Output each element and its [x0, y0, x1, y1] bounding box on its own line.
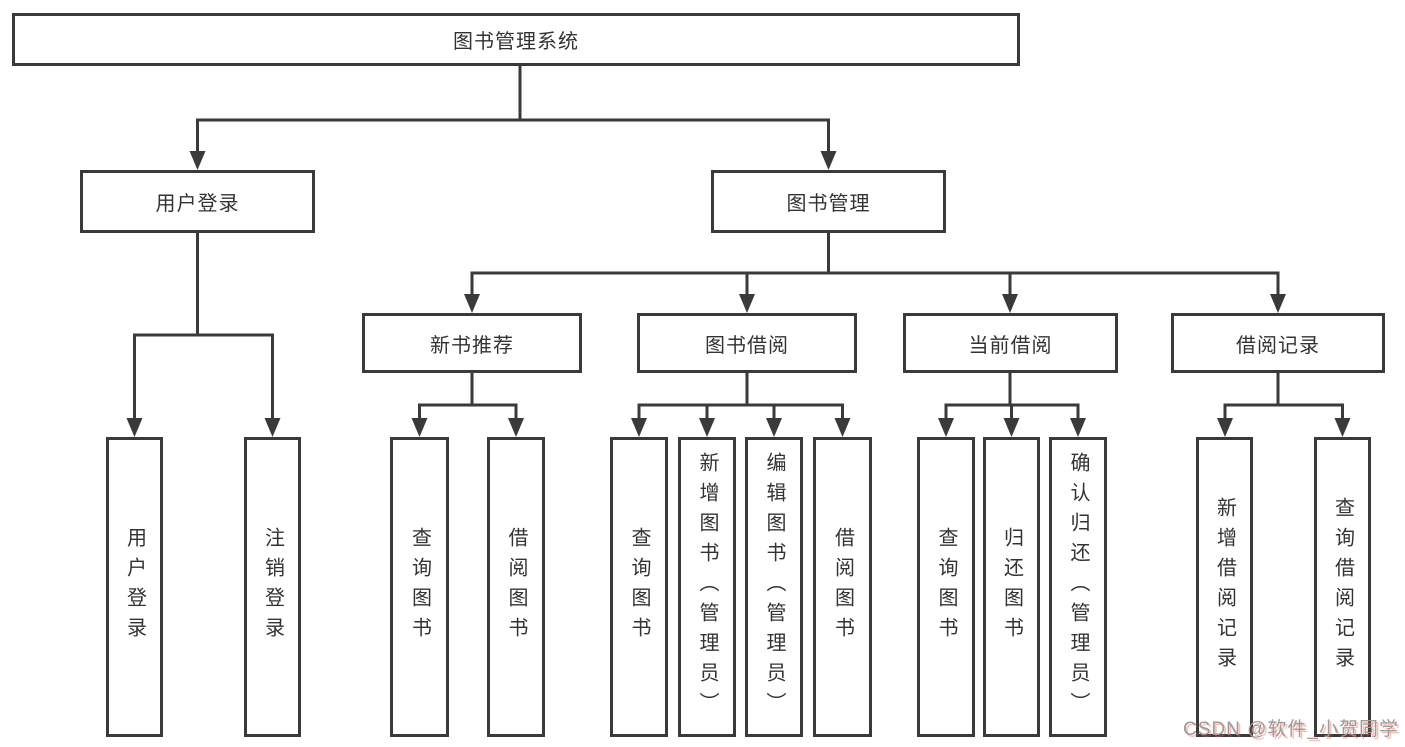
leaf-query-borrow-record: 查询借阅记录: [1314, 437, 1371, 737]
leaf-add-borrow-record: 新增借阅记录: [1196, 437, 1253, 737]
arrowhead: [631, 418, 647, 437]
leaf-borrow-books: 借阅图书: [813, 437, 872, 737]
leaf-return-books-label: 归还图书: [1000, 527, 1023, 647]
node-borrow-records: 借阅记录: [1171, 313, 1385, 373]
node-borrow-records-label: 借阅记录: [1236, 334, 1320, 357]
leaf-logout-login: 注销登录: [244, 437, 301, 737]
leaf-add-books-admin-label: 新增图书（管理员）: [696, 452, 718, 722]
arrowhead: [834, 418, 851, 437]
connector-book-management: [464, 233, 1286, 313]
node-user-login: 用户登录: [80, 170, 315, 233]
leaf-borrow-books-recommend-label: 借阅图书: [505, 527, 527, 647]
connector-current-borrow: [938, 373, 1086, 437]
leaf-borrow-books-label: 借阅图书: [831, 527, 854, 647]
node-current-borrow: 当前借阅: [903, 313, 1118, 373]
node-book-management: 图书管理: [711, 170, 946, 233]
arrowhead: [1003, 418, 1020, 437]
leaf-borrow-books-recommend: 借阅图书: [487, 437, 545, 737]
leaf-add-borrow-record-label: 新增借阅记录: [1213, 497, 1236, 677]
arrowhead: [1334, 418, 1351, 437]
leaf-return-books: 归还图书: [983, 437, 1040, 737]
leaf-query-books-recommend: 查询图书: [390, 437, 449, 737]
arrowhead: [264, 418, 281, 437]
leaf-add-books-admin: 新增图书（管理员）: [678, 437, 736, 737]
csdn-watermark: CSDN @软件_小贺同学: [1183, 719, 1399, 740]
arrowhead: [1217, 418, 1233, 437]
leaf-user-login: 用户登录: [106, 437, 163, 737]
leaf-query-books-borrow: 查询图书: [610, 437, 668, 737]
arrowhead: [820, 151, 837, 170]
node-book-borrow-label: 图书借阅: [705, 334, 789, 357]
arrowhead: [464, 294, 480, 313]
leaf-edit-books-admin: 编辑图书（管理员）: [745, 437, 803, 737]
leaf-query-books-current-label: 查询图书: [935, 527, 957, 647]
leaf-user-login-label: 用户登录: [123, 527, 146, 647]
arrowhead: [1002, 294, 1018, 313]
leaf-query-books-borrow-label: 查询图书: [628, 527, 650, 647]
arrowhead: [766, 418, 782, 437]
leaf-query-books-recommend-label: 查询图书: [408, 527, 431, 647]
node-new-book-recommend: 新书推荐: [362, 313, 582, 373]
node-book-borrow: 图书借阅: [637, 313, 857, 373]
connector-user-login: [126, 233, 281, 437]
node-root-label: 图书管理系统: [453, 31, 579, 53]
node-new-book-recommend-label: 新书推荐: [430, 334, 514, 357]
arrowhead: [411, 418, 428, 437]
connector-new-book-recommend: [411, 373, 524, 437]
leaf-logout-login-label: 注销登录: [261, 527, 284, 647]
arrowhead: [938, 418, 954, 437]
node-current-borrow-label: 当前借阅: [968, 334, 1053, 357]
arrowhead: [189, 151, 206, 170]
arrowhead: [739, 294, 755, 313]
connector-book-borrow: [631, 373, 851, 437]
arrowhead: [508, 418, 524, 437]
leaf-confirm-return-admin: 确认归还（管理员）: [1049, 437, 1107, 737]
arrowhead: [699, 418, 715, 437]
node-book-management-label: 图书管理: [786, 193, 871, 215]
connector-root: [189, 66, 837, 170]
node-root: 图书管理系统: [12, 13, 1020, 66]
arrowhead: [126, 418, 143, 437]
node-user-login-label: 用户登录: [155, 193, 240, 215]
leaf-query-borrow-record-label: 查询借阅记录: [1331, 497, 1354, 677]
leaf-edit-books-admin-label: 编辑图书（管理员）: [763, 452, 785, 722]
arrowhead: [1070, 418, 1086, 437]
connector-borrow-records: [1217, 373, 1351, 437]
arrowhead: [1270, 294, 1286, 313]
leaf-confirm-return-admin-label: 确认归还（管理员）: [1067, 452, 1089, 722]
leaf-query-books-current: 查询图书: [917, 437, 975, 737]
